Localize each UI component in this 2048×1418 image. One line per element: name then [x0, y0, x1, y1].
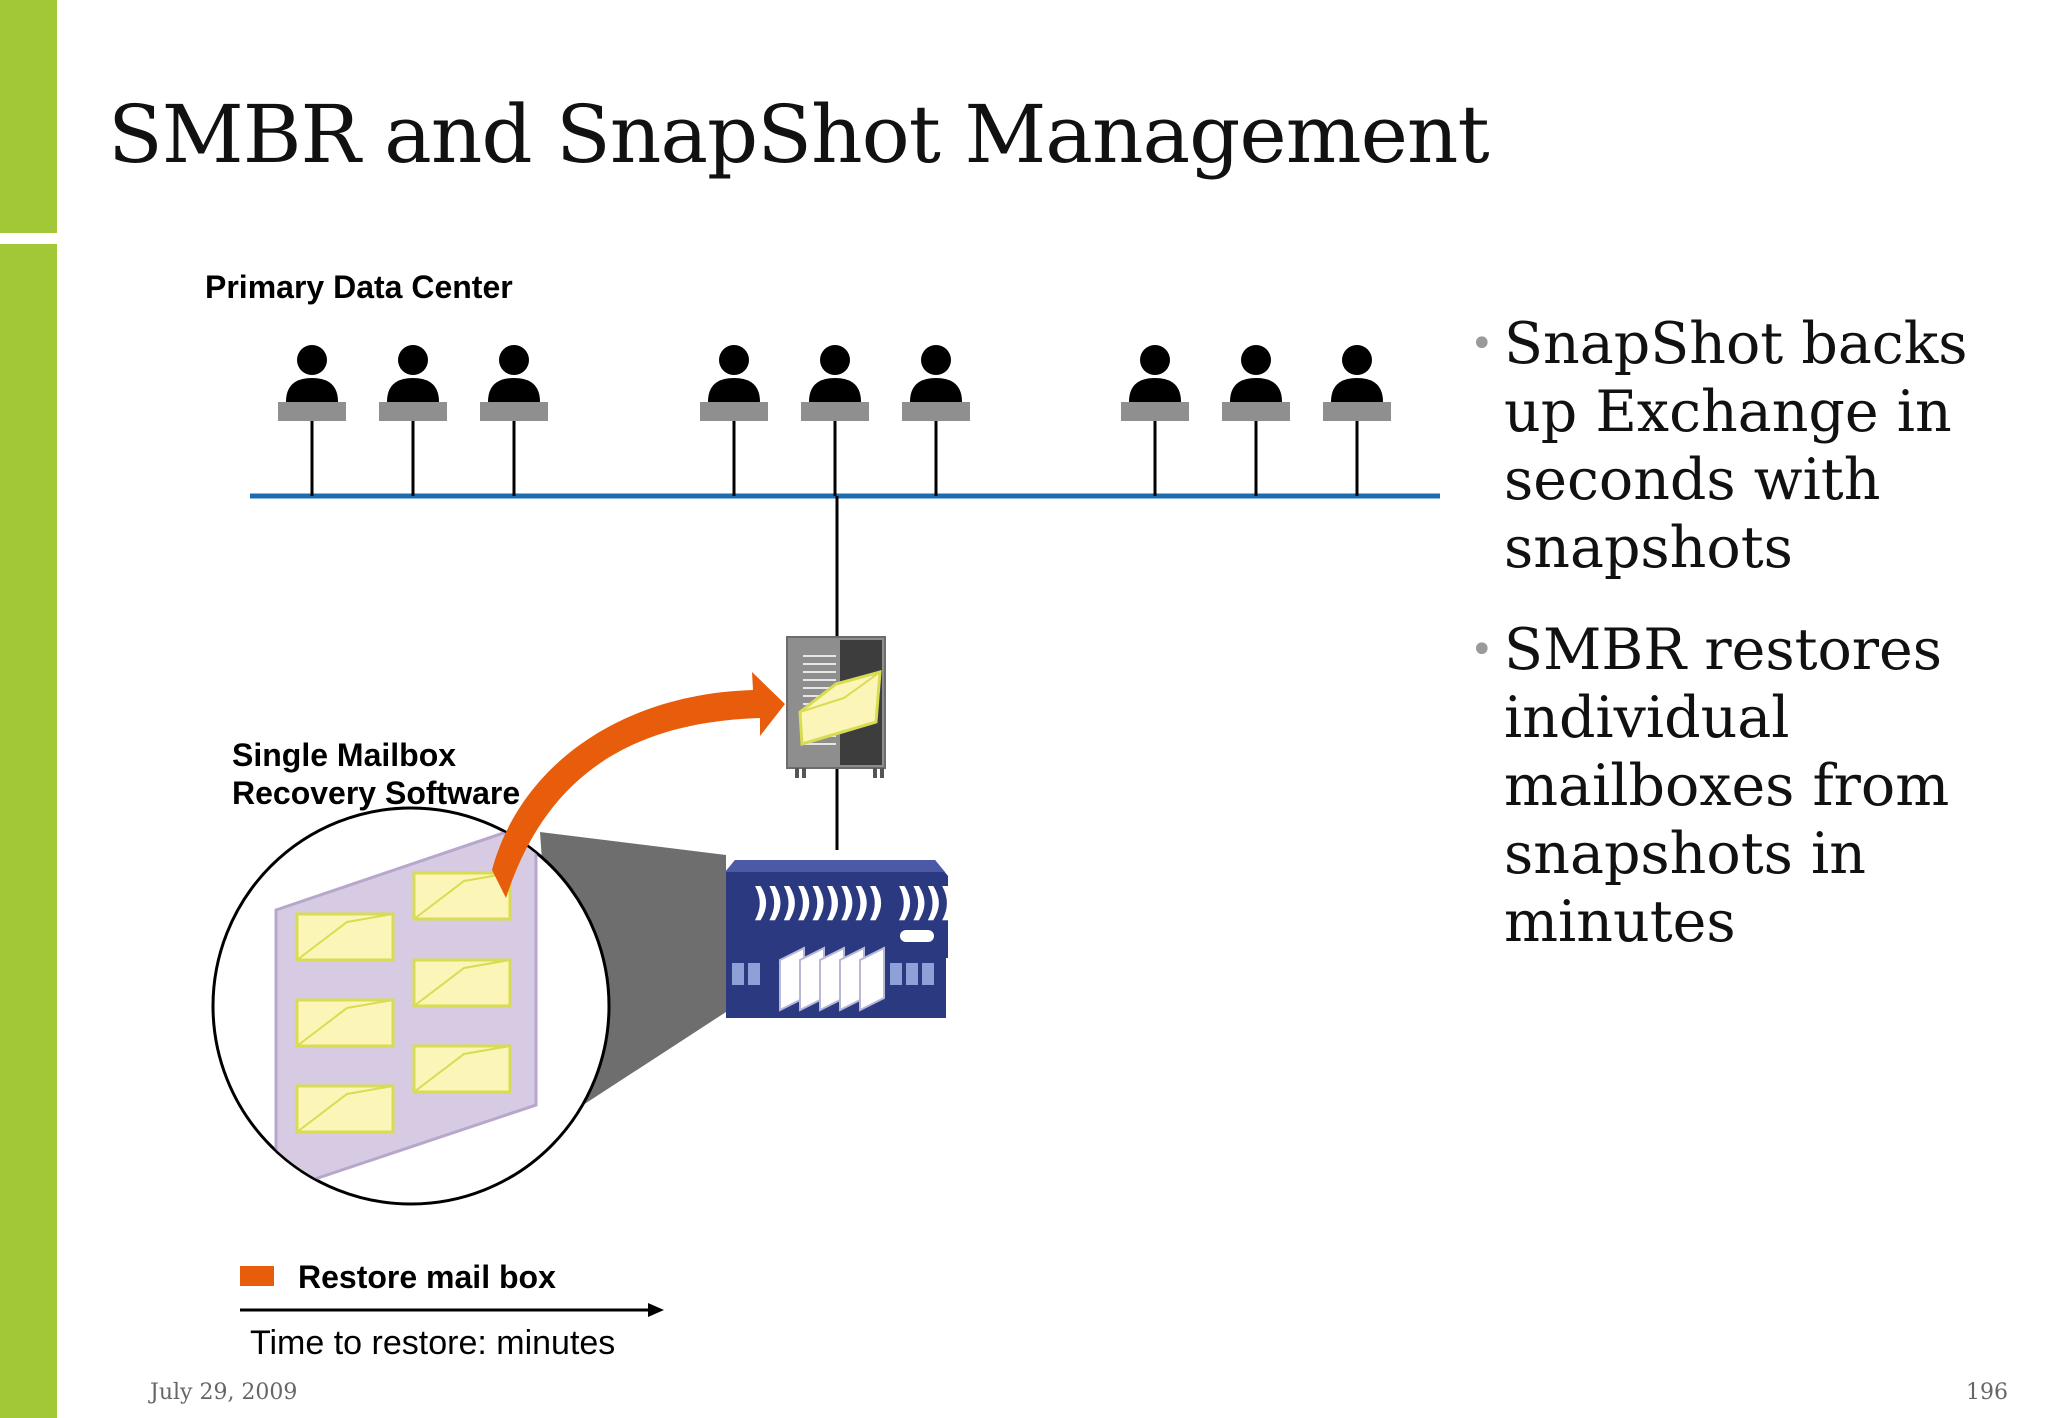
footer-date: July 29, 2009	[150, 1380, 298, 1405]
bullet-item: • SnapShot backs up Exchange in seconds …	[1470, 310, 2030, 582]
user-icon	[1220, 343, 1292, 498]
software-label-line1: Single Mailbox	[232, 737, 456, 773]
primary-data-center-label: Primary Data Center	[205, 269, 513, 305]
sidebar-accent-bottom	[0, 244, 57, 1418]
user-icon	[478, 343, 550, 498]
user-icon	[799, 343, 871, 498]
slide-title: SMBR and SnapShot Management	[108, 88, 1490, 181]
bullet-dot-icon: •	[1470, 321, 1494, 367]
mailbox-panel	[274, 819, 538, 1195]
user-icon	[1321, 343, 1393, 498]
restore-legend-label: Restore mail box	[298, 1259, 556, 1295]
software-label-line2: Recovery Software	[232, 775, 520, 811]
storage-system-icon: ))))))))) ))))	[722, 860, 957, 1018]
bullet-text: SnapShot backs up Exchange in seconds wi…	[1504, 311, 1968, 581]
user-icon	[1119, 343, 1191, 498]
time-arrow-head	[648, 1303, 664, 1317]
restore-legend-swatch	[240, 1266, 274, 1286]
footer-page-number: 196	[1966, 1380, 2008, 1405]
bullet-item: • SMBR restores individual mailboxes fro…	[1470, 616, 2030, 956]
restore-arrow	[492, 672, 785, 898]
user-icon	[276, 343, 348, 498]
exchange-server-icon	[786, 636, 886, 778]
user-icon	[900, 343, 972, 498]
bullet-list: • SnapShot backs up Exchange in seconds …	[1470, 310, 2030, 990]
svg-text:)))): ))))	[896, 880, 954, 924]
bullet-text: SMBR restores individual mailboxes from …	[1504, 617, 1950, 955]
user-icon	[698, 343, 770, 498]
user-icon	[377, 343, 449, 498]
svg-text:))))))))): )))))))))	[752, 880, 882, 924]
time-to-restore-label: Time to restore: minutes	[250, 1324, 615, 1362]
bullet-dot-icon: •	[1470, 627, 1494, 673]
sidebar-accent-top	[0, 0, 57, 233]
